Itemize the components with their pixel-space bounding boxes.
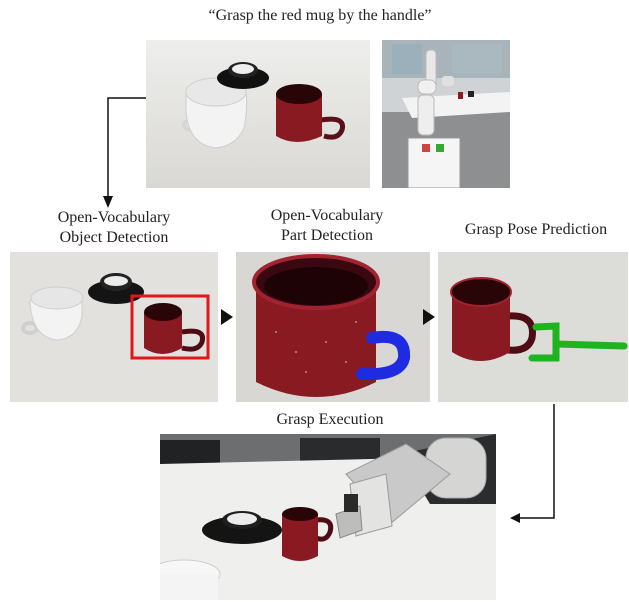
robot-photo [382, 40, 510, 188]
step-arrow-1 [221, 309, 233, 325]
stage-label-grasp-execution: Grasp Execution [276, 411, 384, 428]
step-arrow-2 [423, 309, 435, 325]
handle-mask [356, 331, 411, 381]
robot-gripper [335, 434, 496, 539]
grasp-pose-photo [438, 252, 628, 402]
grasp-execution-photo [160, 434, 496, 600]
stage-label-grasp-pose: Grasp Pose Prediction [464, 221, 608, 238]
prompt-text: “Grasp the red mug by the handle” [208, 7, 432, 24]
flow-arrow-to-object-detection [103, 97, 146, 208]
part-detection-photo [236, 252, 430, 402]
detection-box [130, 294, 210, 360]
flow-arrow-to-execution [510, 404, 555, 523]
stage-label-part-detection: Open-Vocabulary Part Detection [270, 207, 384, 244]
stage-label-object-detection: Open-Vocabulary Object Detection [57, 209, 171, 246]
input-scene-photo [146, 40, 370, 188]
gripper-pose [528, 322, 628, 362]
object-detection-photo [10, 252, 218, 402]
